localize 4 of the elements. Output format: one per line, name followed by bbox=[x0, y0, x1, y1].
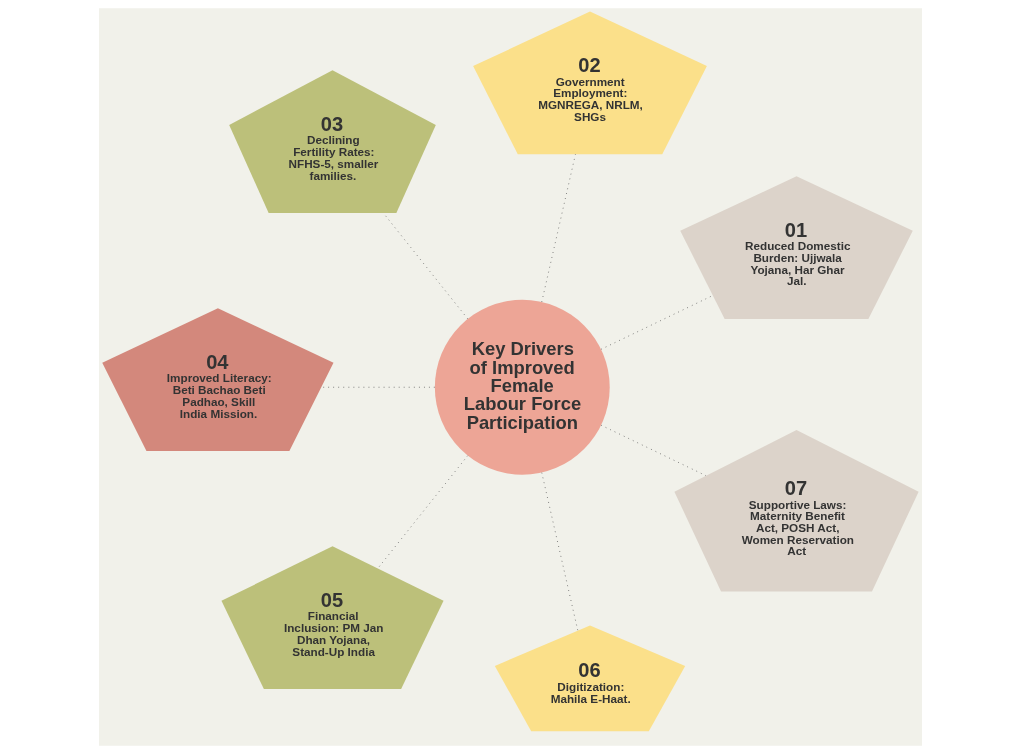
connector bbox=[600, 424, 707, 477]
connector bbox=[383, 212, 469, 320]
node-circle: Key Drivers of Improved Female Labour Force Participation bbox=[434, 299, 610, 475]
connector bbox=[541, 153, 576, 303]
